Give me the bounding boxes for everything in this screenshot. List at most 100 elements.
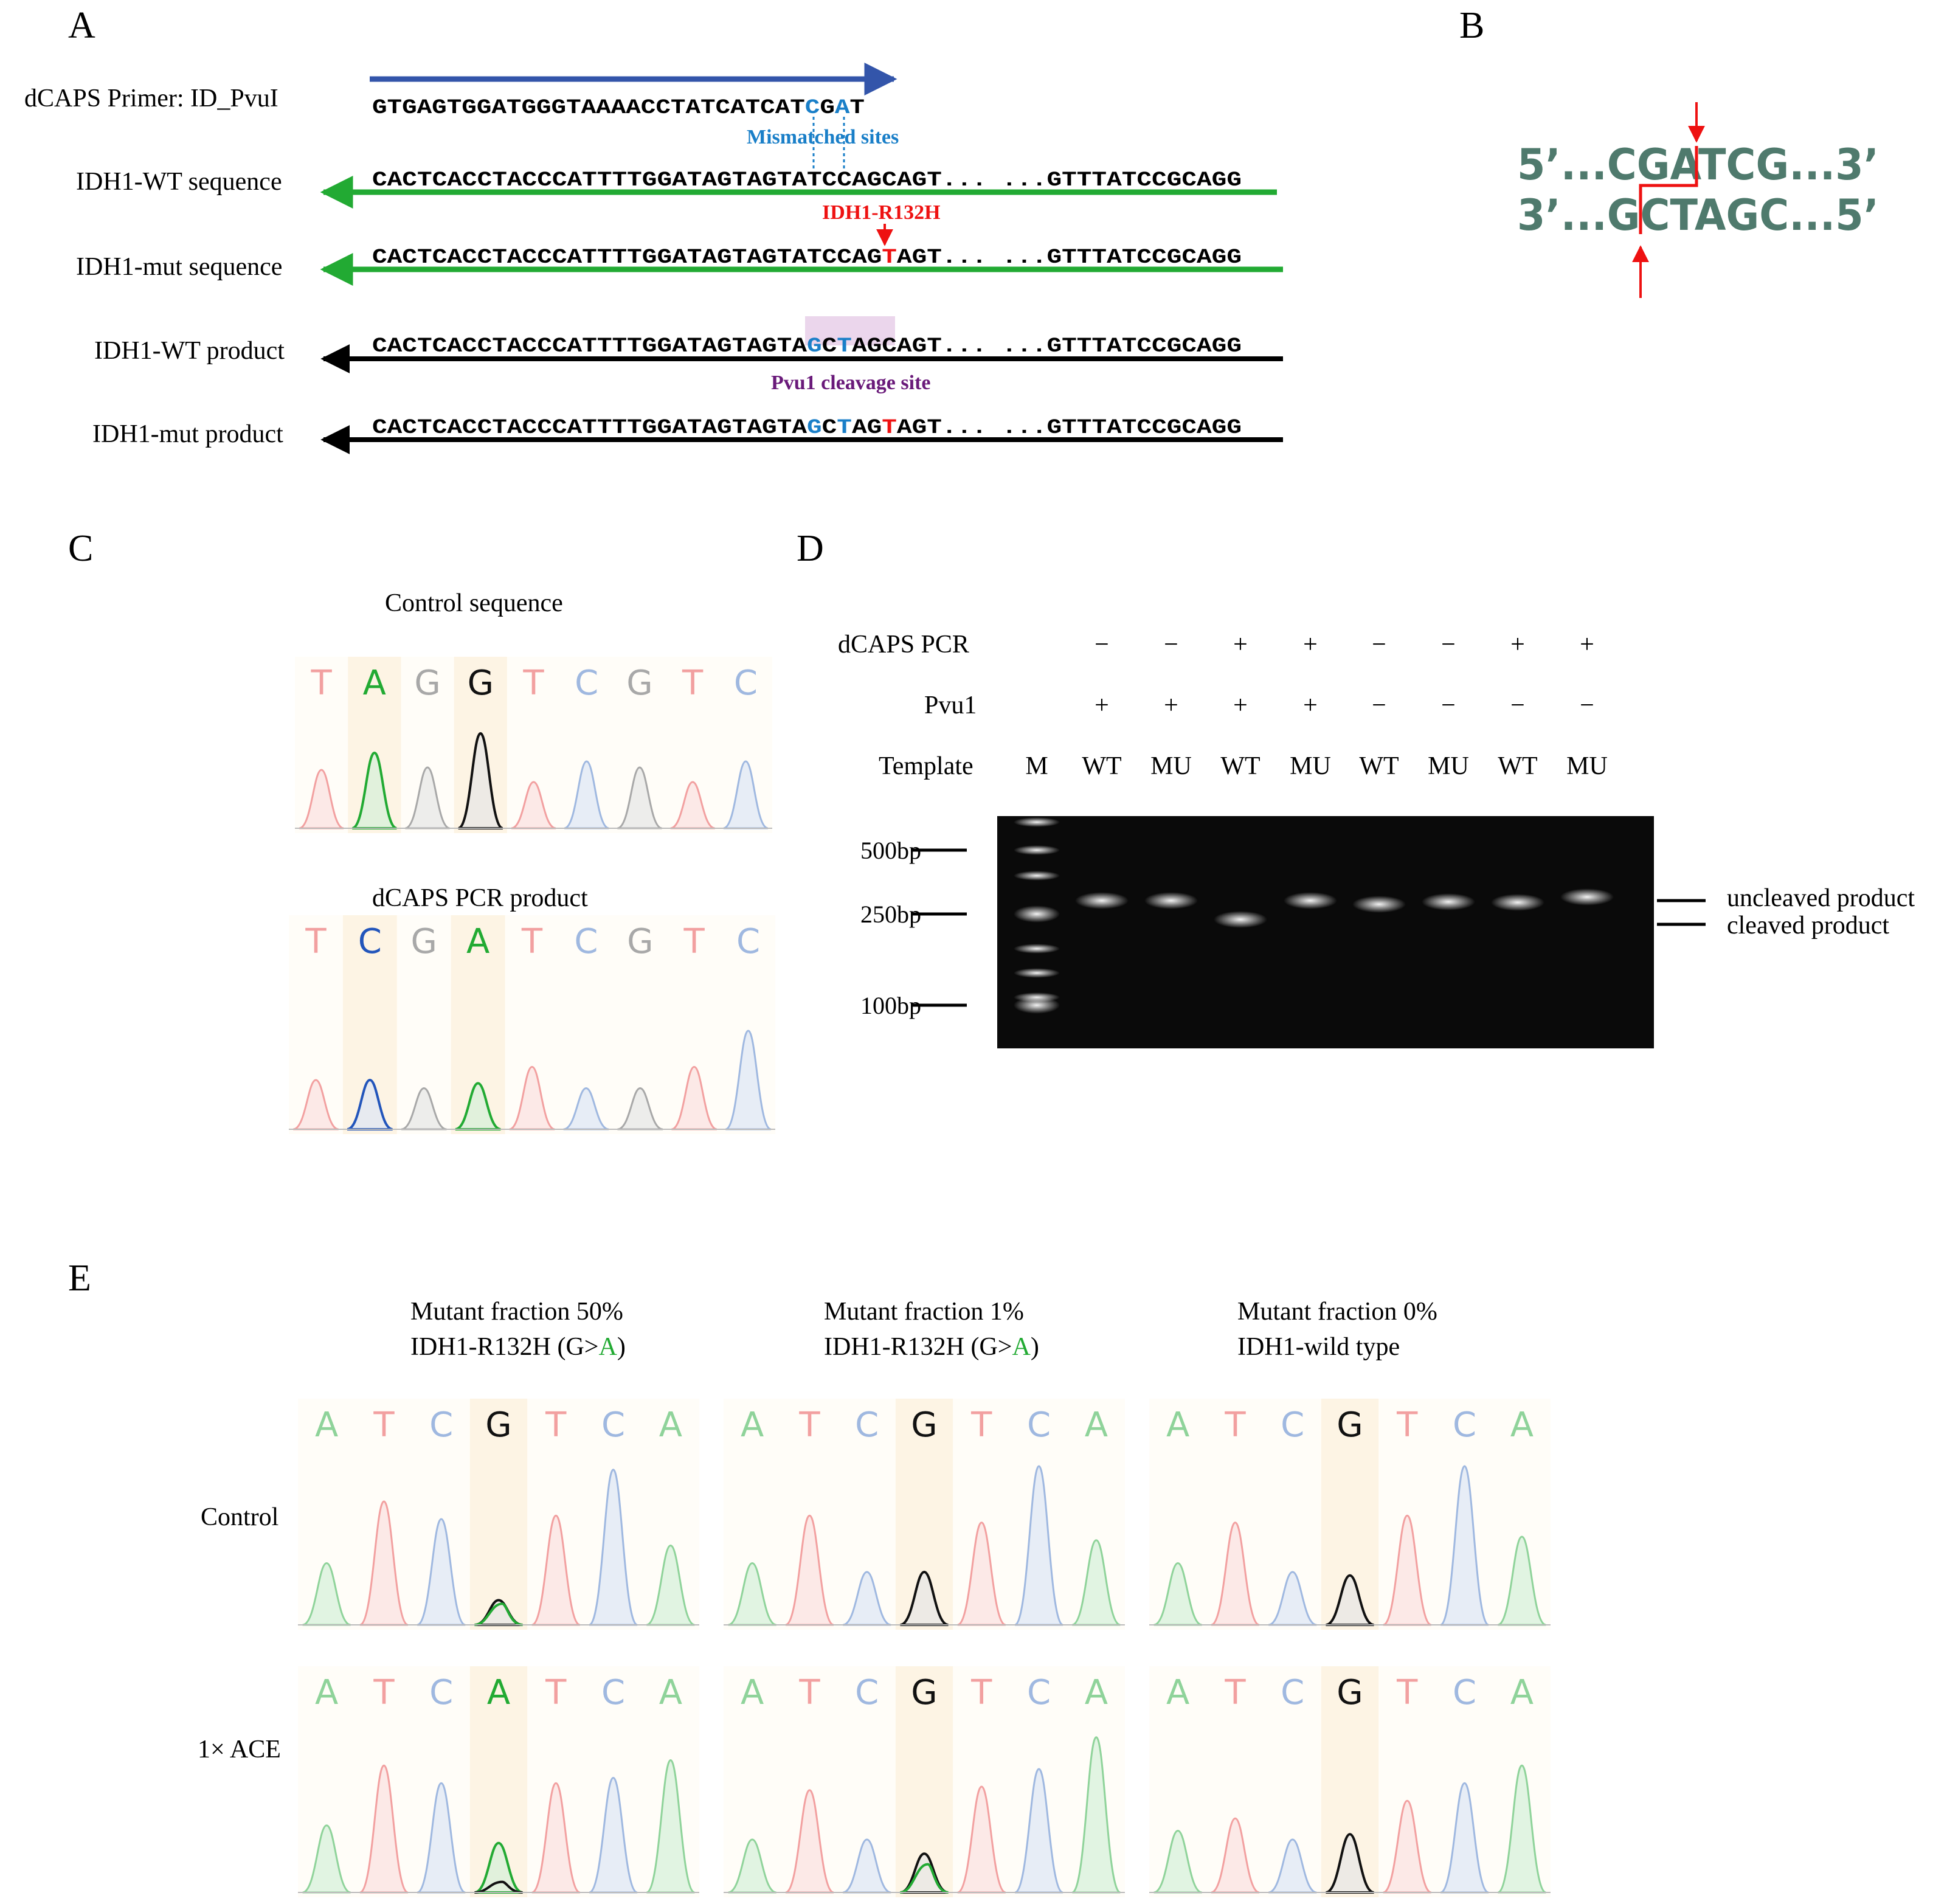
peak-t (511, 781, 556, 829)
base-call-g: G (1337, 1405, 1363, 1445)
e-col3-line1: Mutant fraction 0% (1237, 1298, 1437, 1326)
peak-t (957, 1521, 1006, 1626)
peak-a (646, 1759, 696, 1894)
base-call-t: T (682, 663, 704, 703)
base-call-c: C (429, 1405, 453, 1445)
lane-dcaps-sign: − (1095, 631, 1109, 659)
base-call-a: A (741, 1405, 764, 1445)
e-col1-line1: Mutant fraction 50% (410, 1298, 623, 1326)
peak-t (1383, 1514, 1432, 1626)
peak-c (1440, 1782, 1489, 1894)
product-band (1352, 896, 1406, 913)
ladder-band (1014, 944, 1060, 954)
peak-t (671, 1065, 718, 1130)
primer-mismatch-2: A (835, 97, 850, 120)
peak-t (292, 1079, 339, 1130)
lane-pvu1-sign: − (1580, 691, 1594, 719)
base-call-a: A (1166, 1673, 1189, 1712)
peak-a (1497, 1535, 1547, 1626)
peak-c (842, 1571, 891, 1626)
base-call-g: G (911, 1673, 937, 1712)
base-call-a: A (315, 1673, 338, 1712)
primer-seq-end: T (849, 97, 865, 120)
peak-g (617, 1087, 663, 1130)
peak-a (1071, 1539, 1121, 1626)
lane-pvu1-sign: − (1441, 691, 1456, 719)
product-band (1560, 888, 1614, 905)
cut-line (1639, 146, 1698, 234)
wt-sequence-seq: CACTCACCTACCCATTTTGGATAGTAGTATCCAGCAGT..… (372, 169, 1242, 192)
base-call-g: G (627, 922, 653, 961)
peak-g (1325, 1833, 1375, 1894)
peak-c (564, 760, 609, 829)
lane-template-label: WT (1082, 752, 1121, 780)
ladder-band (1014, 905, 1060, 923)
e-col2-line1: Mutant fraction 1% (824, 1298, 1024, 1326)
panel-e-label: E (68, 1258, 91, 1299)
peak-c (347, 1078, 393, 1130)
base-call-g: G (911, 1405, 937, 1445)
lane-template-label: WT (1498, 752, 1537, 780)
peak-c (1268, 1571, 1317, 1626)
lane-dcaps-sign: + (1580, 631, 1594, 659)
base-call-c: C (574, 922, 598, 961)
base-call-c: C (601, 1405, 625, 1445)
lane-pvu1-sign: − (1372, 691, 1386, 719)
lane-pvu1-sign: + (1095, 691, 1109, 719)
lane-pvu1-sign: + (1233, 691, 1248, 719)
base-call-g: G (626, 663, 652, 703)
template-label: Template (879, 752, 974, 780)
mutation-label: IDH1-R132H (822, 201, 941, 224)
secondary-peak-a (900, 1863, 949, 1894)
lane-pvu1-sign: + (1164, 691, 1178, 719)
peak-t (1211, 1521, 1260, 1626)
lane-dcaps-sign: − (1441, 631, 1456, 659)
lane-template-label: MU (1428, 752, 1469, 780)
dcaps-pcr-label: dCAPS PCR (838, 631, 969, 659)
base-call-c: C (1453, 1673, 1476, 1712)
base-call-c: C (1453, 1405, 1476, 1445)
base-call-a: A (1510, 1405, 1534, 1445)
peak-a (646, 1544, 696, 1626)
lane-dcaps-sign: + (1303, 631, 1318, 659)
product-band (1491, 894, 1544, 911)
peak-c (563, 1087, 609, 1130)
e-row-control-label: Control (201, 1503, 278, 1531)
peak-t (359, 1764, 409, 1894)
pvu1-label: Pvu1 (924, 691, 977, 719)
mut-sequence-label: IDH1-mut sequence (76, 253, 282, 281)
base-call-a: A (487, 1673, 510, 1712)
lane-template-label: MU (1566, 752, 1608, 780)
pvu1-site-highlight (805, 316, 895, 345)
base-call-t: T (305, 922, 327, 961)
peak-t (299, 769, 344, 829)
peak-t (785, 1789, 834, 1894)
base-call-g: G (468, 663, 494, 703)
base-call-a: A (659, 1673, 682, 1712)
primer-label: dCAPS Primer: ID_PvuI (24, 85, 278, 113)
peak-c (723, 760, 769, 829)
panel-e: E Mutant fraction 50% IDH1-R132H (G>A) M… (68, 1258, 1551, 1897)
dcaps-product-title: dCAPS PCR product (372, 884, 588, 912)
control-sequence-title: Control sequence (385, 589, 563, 617)
peak-c (1014, 1768, 1063, 1894)
panel-d-label: D (797, 528, 824, 569)
base-call-a: A (1166, 1405, 1189, 1445)
peak-t (531, 1782, 581, 1894)
base-call-a: A (315, 1405, 338, 1445)
primer-seq-main: GTGAGTGGATGGGTAAAACCTATCATCAT (372, 97, 805, 120)
marker-100-label: 100bp (860, 992, 921, 1019)
peak-g (401, 1087, 447, 1130)
peak-t (785, 1514, 834, 1626)
base-call-c: C (736, 922, 760, 961)
base-call-t: T (798, 1673, 820, 1712)
peak-a (728, 1562, 777, 1626)
panel-b: B 5’...CGATCG...3’ 3’...GCTAGC...5’ (1459, 5, 1879, 298)
base-call-t: T (373, 1405, 395, 1445)
mismatch-label: Mismatched sites (747, 126, 899, 148)
cleavage-label: Pvu1 cleavage site (771, 372, 931, 394)
